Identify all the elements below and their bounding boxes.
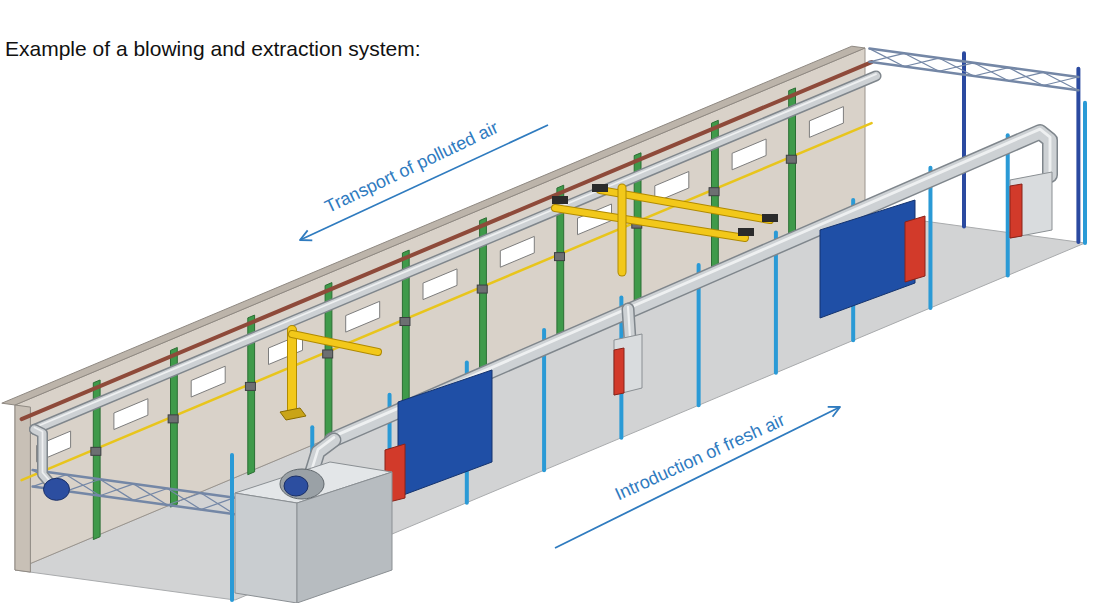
jib-arm bbox=[292, 334, 378, 352]
truss-lattice bbox=[100, 479, 134, 500]
truss-lattice bbox=[869, 53, 904, 61]
end-truck bbox=[552, 196, 568, 204]
rail-bracket bbox=[400, 318, 410, 326]
truss-lattice bbox=[904, 53, 939, 71]
front-column bbox=[1006, 135, 1010, 275]
back-wall bbox=[2, 46, 865, 572]
extraction-fan bbox=[44, 478, 70, 500]
jib-post bbox=[288, 330, 296, 414]
air-unit bbox=[614, 334, 642, 395]
window bbox=[346, 301, 380, 332]
gantry-leg bbox=[619, 188, 626, 272]
end-truck bbox=[738, 228, 754, 236]
window bbox=[732, 139, 766, 170]
truss-lattice bbox=[974, 63, 1009, 81]
truss-lattice bbox=[167, 488, 201, 509]
front-column bbox=[1083, 103, 1087, 243]
arrow-shaft bbox=[300, 125, 548, 240]
jib-arm bbox=[292, 334, 378, 352]
diagram-title: Example of a blowing and extraction syst… bbox=[5, 37, 421, 61]
supply-drop bbox=[628, 307, 630, 338]
extraction-duct bbox=[35, 429, 49, 481]
truss-lattice bbox=[201, 493, 235, 514]
truss-lattice bbox=[1043, 77, 1078, 85]
window bbox=[423, 269, 457, 300]
arrow-shaft bbox=[555, 407, 840, 548]
truss-lattice bbox=[201, 498, 235, 510]
air-unit bbox=[1010, 172, 1052, 238]
equipment bbox=[44, 172, 1053, 603]
truss-lattice bbox=[134, 488, 168, 500]
rail-bracket bbox=[709, 188, 719, 196]
supply-fan bbox=[284, 476, 308, 496]
duct-system bbox=[35, 74, 1051, 481]
truss-lattice bbox=[1008, 68, 1043, 86]
flow-label: Transport of polluted air bbox=[322, 117, 502, 218]
window bbox=[114, 399, 148, 430]
rail-bracket bbox=[555, 253, 565, 261]
end-wall bbox=[15, 405, 30, 572]
wall-face bbox=[15, 48, 865, 570]
end-truss bbox=[869, 62, 1078, 91]
truss-lattice bbox=[869, 49, 904, 67]
fan-housing bbox=[280, 469, 324, 499]
truss-lattice bbox=[904, 58, 939, 66]
air-unit bbox=[1010, 184, 1022, 238]
jib-base bbox=[280, 408, 306, 420]
end-post bbox=[1076, 69, 1080, 242]
roll-door bbox=[398, 370, 492, 497]
wall-top bbox=[2, 46, 865, 405]
end-truck bbox=[592, 184, 608, 192]
arrow-head bbox=[300, 230, 312, 240]
truss-lattice bbox=[1043, 72, 1078, 90]
truss-lattice bbox=[939, 63, 974, 71]
truss-lattice bbox=[66, 479, 100, 491]
roll-door bbox=[820, 200, 915, 318]
window bbox=[191, 366, 225, 397]
rail-bracket bbox=[91, 447, 101, 455]
rail-bracket bbox=[477, 285, 487, 293]
air-handling-unit bbox=[235, 493, 297, 603]
rail-bracket bbox=[786, 155, 796, 163]
window bbox=[500, 236, 534, 267]
air-unit bbox=[614, 348, 624, 395]
end-post bbox=[962, 53, 966, 226]
jib-post bbox=[287, 330, 297, 414]
gantry-leg bbox=[618, 188, 627, 272]
truss-lattice bbox=[167, 493, 201, 505]
truss-lattice bbox=[66, 475, 100, 496]
truss-lattice bbox=[939, 58, 974, 76]
flow-arrow bbox=[555, 407, 840, 548]
end-truck bbox=[762, 214, 778, 222]
extraction-duct bbox=[35, 428, 49, 480]
rail-bracket bbox=[168, 415, 178, 423]
extraction-duct bbox=[35, 429, 49, 481]
flow-arrow bbox=[300, 125, 548, 240]
truss-lattice bbox=[100, 484, 134, 496]
truss-lattice bbox=[1008, 72, 1043, 80]
arrow-head bbox=[828, 407, 840, 417]
truss-lattice bbox=[974, 68, 1009, 76]
roof-beam bbox=[22, 62, 872, 419]
front-column bbox=[230, 455, 234, 600]
rail-bracket bbox=[245, 382, 255, 390]
door-unit bbox=[905, 216, 925, 282]
window bbox=[809, 107, 843, 138]
truss-lattice bbox=[134, 484, 168, 505]
rail-bracket bbox=[323, 350, 333, 358]
steel-structure bbox=[22, 49, 1085, 600]
